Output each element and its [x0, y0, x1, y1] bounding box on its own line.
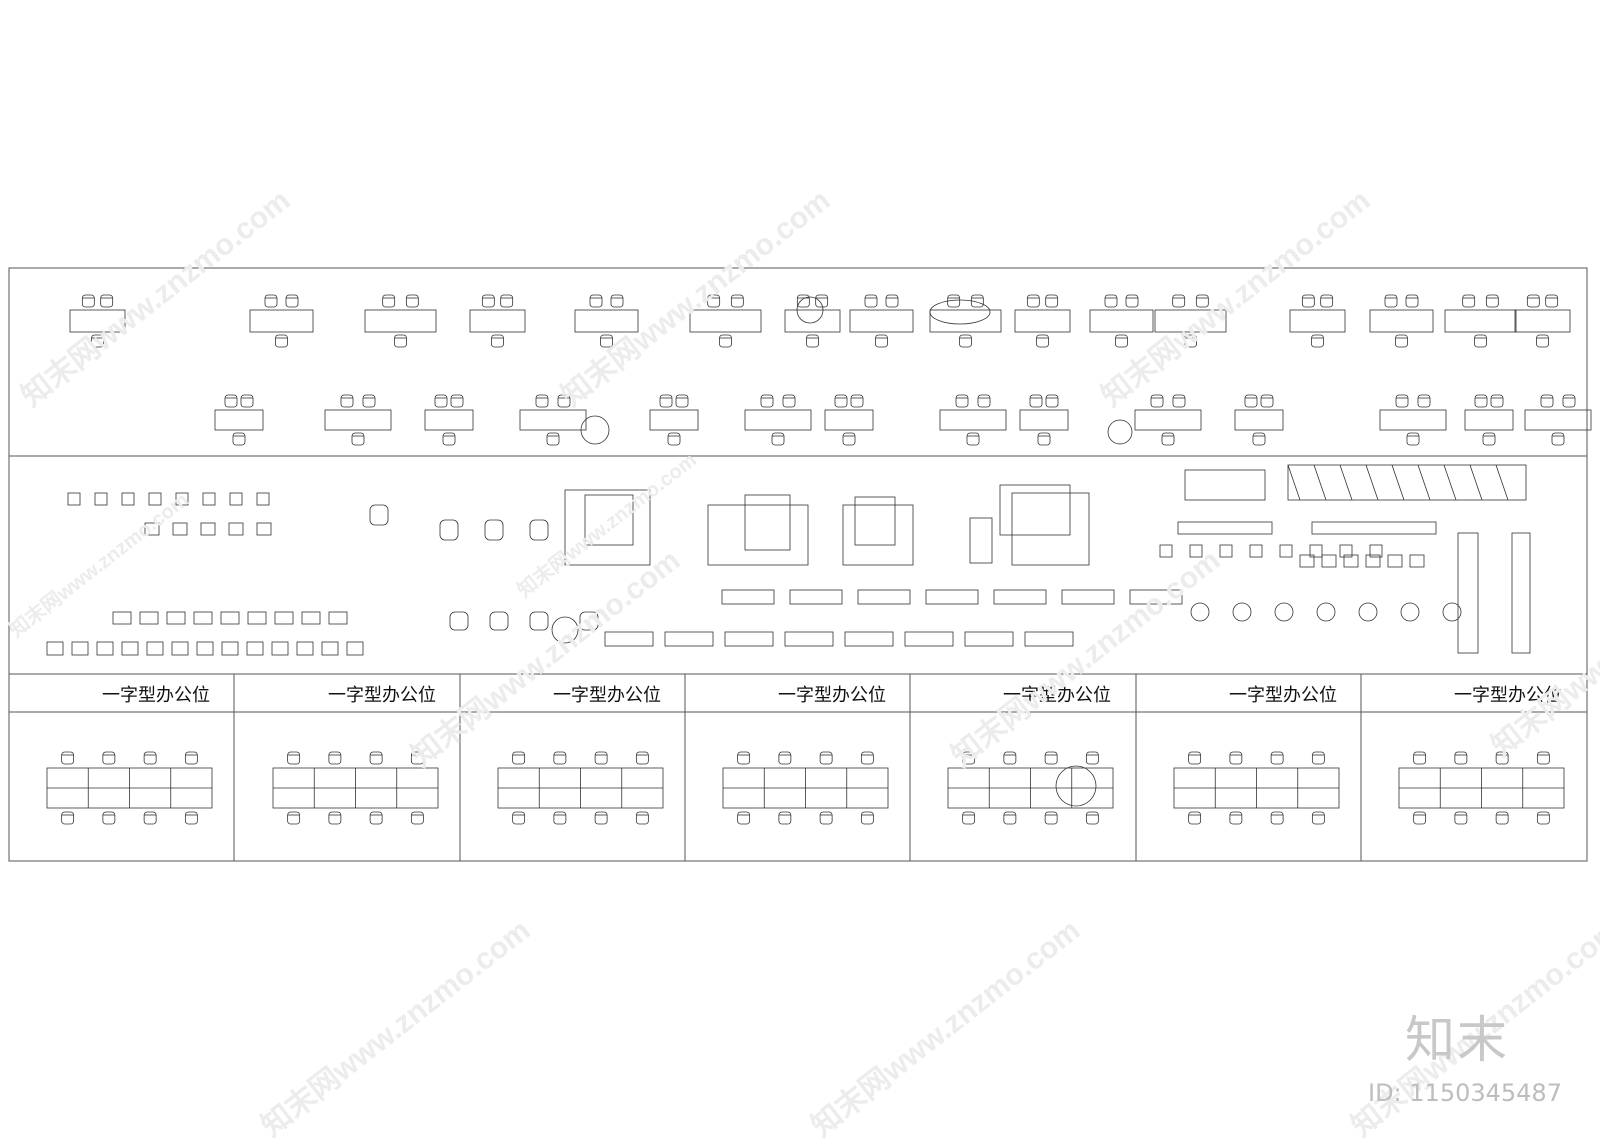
desk-symbol — [1134, 394, 1202, 446]
workstation-symbols — [46, 751, 1565, 825]
brand-logo: 知末 — [1405, 1011, 1509, 1069]
desk-symbol — [1379, 394, 1447, 446]
workstation-plan — [722, 751, 889, 825]
desk-symbol — [689, 294, 762, 348]
desk-symbol — [1464, 394, 1514, 446]
office-desk-symbols-row — [214, 394, 1592, 446]
desk-symbol — [1019, 394, 1069, 446]
desk-symbol — [214, 394, 264, 446]
desk-symbol — [1014, 294, 1071, 348]
desk-symbol — [939, 394, 1007, 446]
desk-symbol — [469, 294, 526, 348]
workstation-title-1: 一字型办公位 — [102, 685, 210, 706]
desk-symbol — [824, 394, 874, 446]
workstation-plan — [947, 751, 1114, 825]
workstation-title-5: 一字型办公位 — [1003, 685, 1111, 706]
workstation-title-6: 一字型办公位 — [1229, 685, 1337, 706]
desk-symbol — [744, 394, 812, 446]
desk-symbol — [649, 394, 699, 446]
desk-symbol — [364, 294, 437, 348]
desk-symbol — [69, 294, 126, 348]
workstation-column-dividers — [233, 674, 1362, 861]
workstation-title-7: 一字型办公位 — [1454, 685, 1562, 706]
desk-symbol — [784, 294, 841, 348]
office-desk-symbols-row — [69, 294, 1571, 348]
asset-id: ID: 1150345487 — [1368, 1079, 1562, 1107]
workstation-title-3: 一字型办公位 — [553, 685, 661, 706]
desk-symbol — [1289, 294, 1346, 348]
desk-symbol — [1444, 294, 1517, 348]
desk-symbol — [249, 294, 314, 348]
workstation-plan — [46, 751, 213, 825]
desk-symbol — [519, 394, 587, 446]
desk-symbol — [424, 394, 474, 446]
furniture-symbols-block — [46, 464, 1531, 656]
workstation-plan — [272, 751, 439, 825]
workstation-title-2: 一字型办公位 — [328, 685, 436, 706]
desk-symbol — [324, 394, 392, 446]
desk-symbol — [1369, 294, 1434, 348]
workstation-plan — [1173, 751, 1340, 825]
desk-symbol — [1089, 294, 1154, 348]
workstation-title-4: 一字型办公位 — [778, 685, 886, 706]
desk-symbol — [929, 294, 1002, 348]
desk-symbol — [849, 294, 914, 348]
workstation-plan — [1398, 751, 1565, 825]
desk-symbol — [1154, 294, 1227, 348]
desk-symbol — [1524, 394, 1592, 446]
sheet-frame — [8, 267, 1588, 862]
workstation-plan — [497, 751, 664, 825]
desk-symbol — [1234, 394, 1284, 446]
desk-symbol — [1514, 294, 1571, 348]
desk-symbol — [574, 294, 639, 348]
